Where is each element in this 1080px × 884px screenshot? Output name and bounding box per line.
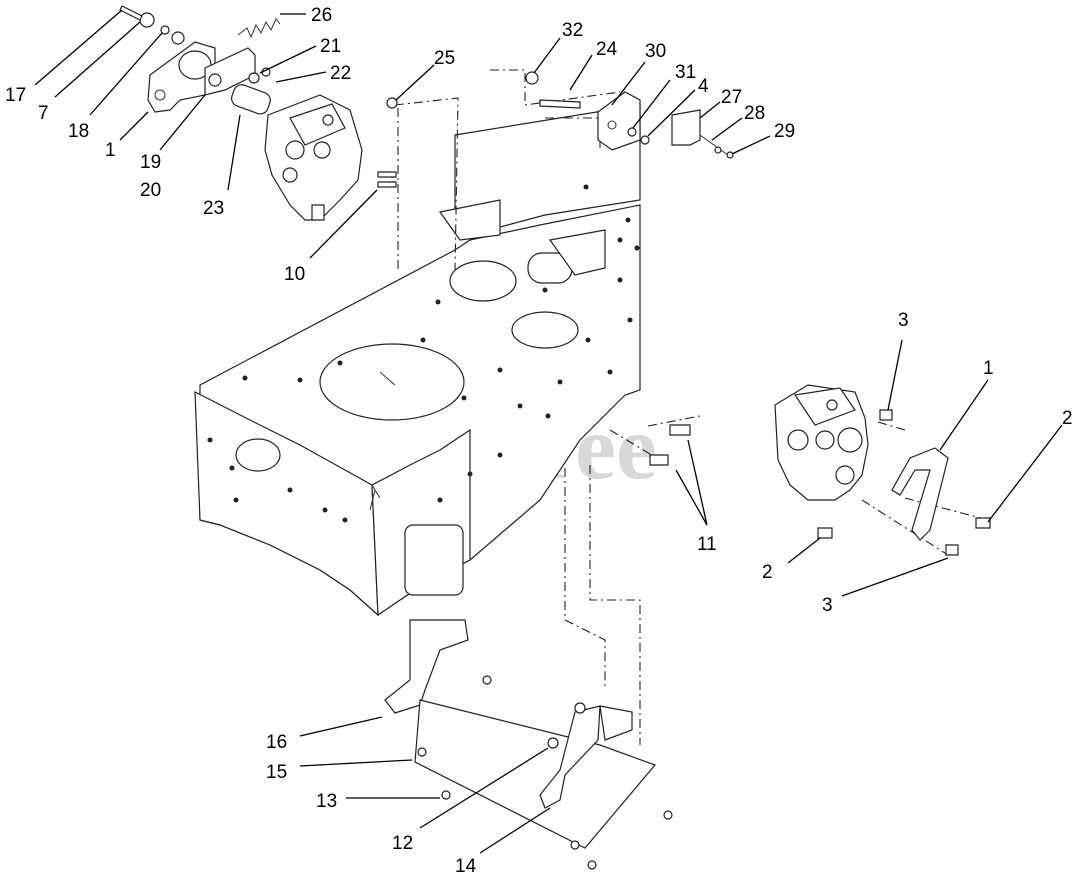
callout-4: 4 (698, 76, 709, 97)
callout-7: 7 (38, 103, 49, 124)
callout-21: 21 (320, 36, 341, 57)
callout-24: 24 (596, 39, 618, 60)
callout-14: 14 (455, 856, 477, 877)
bottom-plates (384, 619, 673, 870)
main-frame (194, 104, 641, 617)
callout-16: 16 (266, 732, 287, 753)
callout-10: 10 (284, 264, 305, 285)
callout-23: 23 (203, 198, 224, 219)
callout-27: 27 (721, 87, 742, 108)
callout-2-bottom: 2 (762, 562, 773, 583)
assembly-lines (377, 69, 989, 745)
callout-1-top: 1 (105, 140, 116, 161)
callout-25: 25 (434, 48, 455, 69)
callout-17: 17 (5, 85, 26, 106)
callout-1-right: 1 (983, 358, 994, 379)
callout-19: 19 (140, 152, 161, 173)
callout-18: 18 (68, 121, 89, 142)
callout-31: 31 (675, 62, 696, 83)
callout-3-bottom: 3 (822, 595, 833, 616)
leader-lines (34, 9, 1063, 854)
callout-28: 28 (744, 103, 765, 124)
pump-assembly-right (649, 384, 991, 556)
callout-32: 32 (562, 20, 583, 41)
callout-3-top: 3 (898, 310, 909, 331)
callout-30: 30 (645, 41, 666, 62)
callout-12: 12 (392, 833, 413, 854)
callout-20: 20 (140, 180, 161, 201)
lever-assembly-top-right (525, 71, 734, 159)
pump-assembly-top-left (119, 5, 398, 221)
callout-2-right: 2 (1062, 408, 1073, 429)
callout-11: 11 (697, 534, 717, 555)
callout-26: 26 (311, 5, 332, 26)
callout-labels: 17 7 18 1 19 20 23 26 21 22 25 10 32 24 … (5, 5, 1073, 877)
callout-15: 15 (266, 762, 287, 783)
callout-22: 22 (330, 63, 351, 84)
callout-13: 13 (316, 791, 337, 812)
callout-29: 29 (774, 121, 795, 142)
